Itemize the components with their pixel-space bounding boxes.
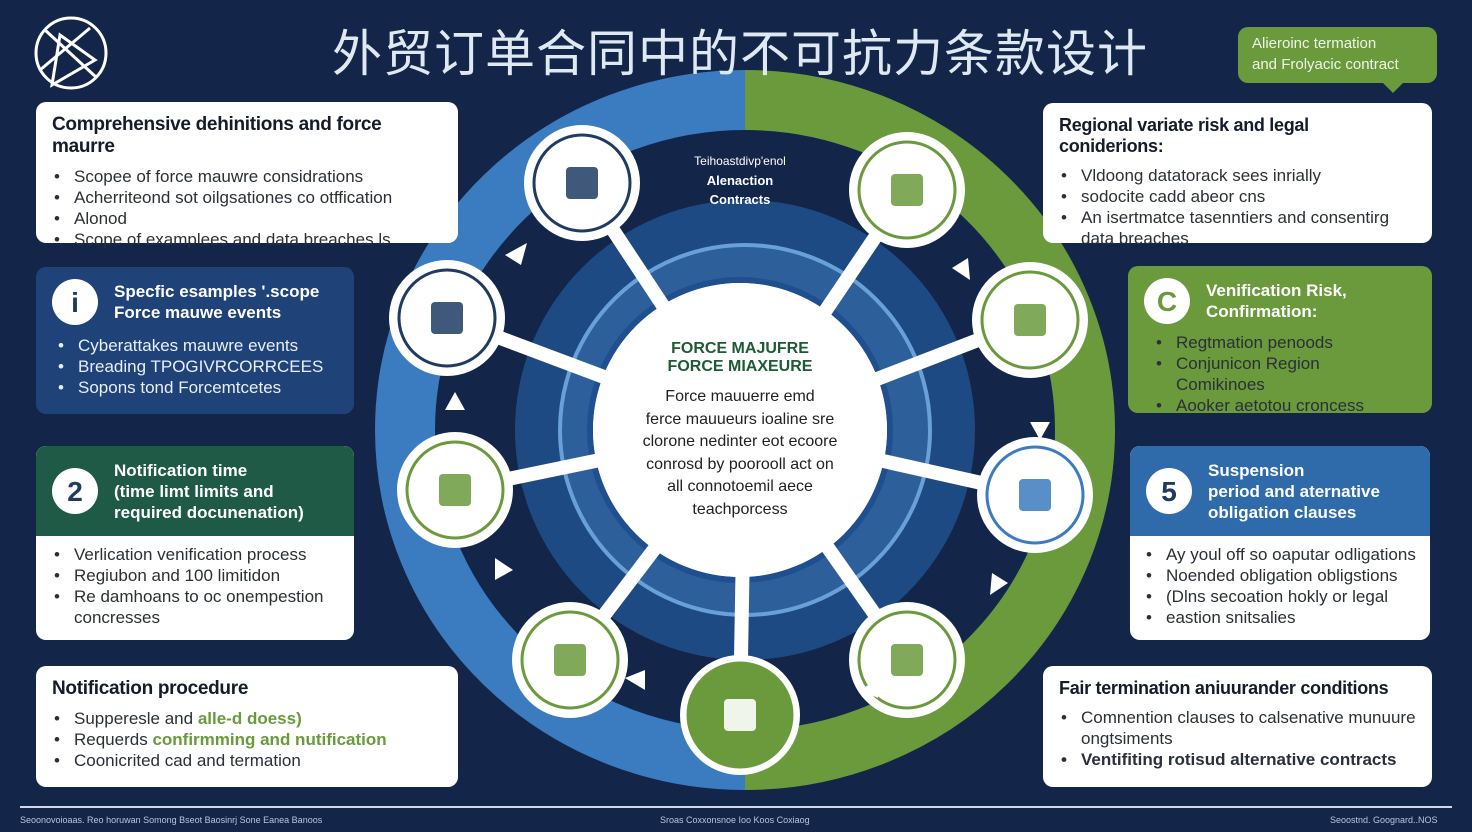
card-title: Confirmation:: [1206, 302, 1318, 321]
list-item: Comnention clauses to calsenative munuur…: [1081, 708, 1416, 748]
footer-divider: [20, 806, 1452, 808]
card-termination: Fair termination aniuurander conditions …: [1043, 666, 1432, 787]
footer-right: Seoostnd. Goognard..NOS: [1330, 815, 1438, 825]
card-title: Notification time: [114, 460, 248, 480]
card-title: Regional variate risk and legal conideri…: [1059, 115, 1309, 156]
info-badge: i: [52, 279, 98, 325]
list-item: Ay youl off so oaputar odligations: [1144, 544, 1416, 565]
list-item: Conjunicon Region Comikinoes: [1154, 353, 1406, 395]
page-title: 外贸订单合同中的不可抗力条款设计: [332, 25, 1148, 83]
list-item: Scopee of force mauwre considrations: [52, 166, 442, 187]
list-item: (Dlns secoation hokly or legal: [1144, 586, 1416, 607]
list-item: Requerds confirmming and nutification: [52, 729, 442, 750]
plant-icon: [680, 655, 800, 775]
center-body-line: clorone nedinter eot ecoore: [642, 433, 838, 450]
list-item-accent: Ventifiting rotisud alternative contract…: [1081, 750, 1397, 769]
band-line: Contracts: [709, 192, 771, 207]
card-title: required docunenation): [114, 502, 304, 522]
card-title: obligation clauses: [1208, 502, 1357, 522]
footer-center: Sroas Coxxonsnoe Ioo Koos Coxiaog: [660, 815, 810, 825]
center-heading: FORCE MIAXEURE: [667, 358, 813, 375]
center-body-line: all connotoemil aece: [667, 478, 813, 495]
speech-bubble: Alieroinc termation and Frolyacic contra…: [1238, 27, 1437, 93]
center-text: FORCE MAJUFRE FORCE MIAXEURE Force mauue…: [600, 340, 880, 521]
list-item: Acherriteond sot oilgsationes co otffica…: [52, 187, 442, 208]
logo-icon: [34, 16, 108, 90]
center-body-line: Force mauuerre emd: [665, 388, 815, 405]
item-text: Coonicrited cad and termation: [74, 751, 301, 770]
card-title: Notification procedure: [52, 678, 249, 699]
center-heading: FORCE MAJUFRE: [671, 340, 809, 357]
list-item: Re damhoans to oc onempestion concresses: [52, 586, 338, 628]
band-line: Alenaction: [706, 173, 774, 188]
center-body-line: conrosd by poorooll act on: [646, 455, 834, 473]
brain-icon: [977, 437, 1093, 553]
card-title: (time limt limits and: [114, 481, 274, 501]
network-icon: [397, 432, 513, 548]
band-line: Teihoastdivp'enol: [694, 154, 786, 168]
triangle-icon: [512, 602, 628, 718]
number-badge: 5: [1146, 468, 1192, 514]
list-item: Cyberattakes mauwre events: [56, 335, 334, 356]
c-badge: C: [1144, 278, 1190, 324]
card-definitions: Comprehensive dehinitions and force maur…: [36, 102, 458, 250]
list-item: eastion snitsalies: [1144, 607, 1416, 628]
list-item: Breading TPOGIVRCORRCEES: [56, 356, 334, 377]
list-item: Noended obligation obligstions: [1144, 565, 1416, 586]
contract-icon: [524, 125, 640, 241]
center-body-line: teachporcess: [692, 500, 788, 518]
card-regional: Regional variate risk and legal conideri…: [1043, 103, 1432, 248]
calculator-icon: [389, 260, 505, 376]
flow-arrows: [445, 243, 1050, 698]
list-item: Sopons tond Forcemtcetes: [56, 377, 334, 398]
item-text: Requerds: [74, 730, 153, 749]
stack-icon: [972, 262, 1088, 378]
card-verification: C Venification Risk, Confirmation: Regtma…: [1128, 266, 1432, 416]
number-badge: 2: [52, 468, 98, 514]
list-item: Scope of examplees and data breaches ls: [52, 229, 442, 250]
card-title: Comprehensive dehinitions and force maur…: [52, 114, 382, 157]
card-notification-time: 2 Notification time(time limt limits and…: [36, 446, 354, 640]
bubble-line: Alieroinc termation: [1252, 35, 1377, 52]
center-body-line: ferce mauueurs ioaline sre: [645, 410, 835, 428]
list-item: Vldoong datatorack sees inrially: [1059, 165, 1416, 186]
item-text: Supperesle and: [74, 709, 198, 728]
card-title: Specfic esamples '.scope: [114, 282, 320, 301]
list-item: An isertmatce tasenntiers and consentirg…: [1059, 207, 1416, 249]
card-procedure: Notification procedure Supperesle and al…: [36, 666, 458, 787]
list-item: Regtmation penoods: [1154, 332, 1406, 353]
item-accent: confirmming and nutification: [152, 730, 387, 749]
list-item: Verlication venification process: [52, 544, 338, 565]
card-title: Force mauwe events: [114, 303, 282, 322]
item-accent: alle-d doess): [197, 709, 302, 728]
card-title: Fair termination aniuurander conditions: [1059, 678, 1389, 698]
bubble-line: and Frolyacic contract: [1252, 56, 1399, 73]
card-title: Suspension: [1208, 460, 1305, 480]
list-item: sodocite cadd abeor cns: [1059, 186, 1416, 207]
grid-icon: [849, 132, 965, 248]
list-item: Coonicrited cad and termation: [52, 750, 442, 771]
card-title: Venification Risk,: [1206, 281, 1347, 300]
list-item: Aooker aetotou croncess: [1154, 395, 1406, 416]
scales-icon: [849, 602, 965, 718]
list-item: Regiubon and 100 limitidon: [52, 565, 338, 586]
card-title: period and aternative: [1208, 481, 1380, 501]
footer-left: Seoonovoioaas. Reo horuwan Somong Bseot …: [20, 815, 323, 825]
list-item: Alonod: [52, 208, 442, 229]
list-item: Supperesle and alle-d doess): [52, 708, 442, 729]
top-band-label: Teihoastdivp'enol Alenaction Contracts: [640, 152, 840, 209]
